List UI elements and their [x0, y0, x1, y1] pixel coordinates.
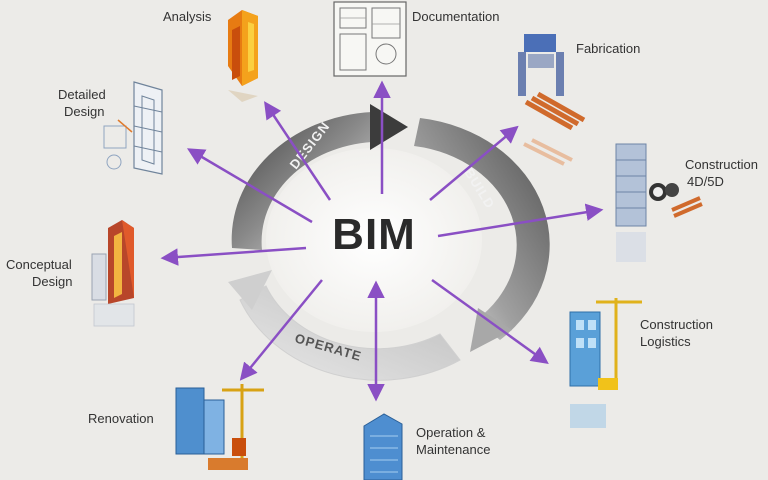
center-bim-label: BIM [332, 210, 416, 259]
label-operation-maintenance-line2: Maintenance [416, 442, 491, 457]
label-analysis-line1: Analysis [163, 9, 212, 24]
label-documentation: Documentation [412, 8, 499, 25]
label-conceptual-design-line1: Conceptual [6, 257, 72, 272]
label-construction-4d5d-line1: Construction [685, 157, 758, 172]
design-segment [231, 112, 372, 250]
office-tower-icon [363, 413, 403, 480]
label-construction-logistics-line2: Logistics [640, 334, 691, 349]
label-conceptual-design: Conceptual Design [6, 256, 72, 290]
connector-arrows [160, 80, 604, 402]
label-construction-logistics-line1: Construction [640, 317, 713, 332]
label-detailed-design-line1: Detailed [58, 87, 106, 102]
label-detailed-design: Detailed Design [58, 86, 106, 120]
label-renovation-line1: Renovation [88, 411, 154, 426]
arrow-conceptual-design [160, 246, 307, 266]
arrow-construction-4d5d [437, 203, 604, 238]
crane-building-icon [569, 298, 642, 428]
label-operation-maintenance: Operation & Maintenance [416, 424, 490, 458]
label-renovation: Renovation [88, 410, 154, 427]
build-segment [414, 118, 550, 340]
operate-arrowhead [228, 270, 272, 310]
arrow-construction-logistics [431, 278, 549, 365]
label-fabrication: Fabrication [576, 40, 640, 57]
concept-massing-icon [91, 220, 135, 327]
detailed-model-icon [103, 81, 163, 175]
arrow-renovation [239, 279, 323, 381]
design-arrowhead [370, 104, 408, 150]
label-operation-maintenance-line1: Operation & [416, 425, 486, 440]
build-arrowhead [470, 308, 512, 352]
label-detailed-design-line2: Design [64, 104, 105, 119]
label-documentation-line1: Documentation [412, 9, 500, 24]
renovation-crane-icon [175, 384, 264, 470]
arrow-analysis [264, 101, 332, 201]
label-fabrication-line1: Fabrication [576, 41, 641, 56]
label-construction-logistics: Construction Logistics [640, 316, 713, 350]
label-construction-4d5d: Construction 4D/5D [685, 156, 758, 190]
fabrication-machine-icon [518, 34, 586, 166]
label-construction-4d5d-line2: 4D/5D [687, 174, 724, 189]
analysis-building-icon [228, 10, 258, 102]
arrow-detailed-design [186, 148, 313, 224]
arrow-fabrication [429, 125, 519, 201]
blueprint-icon [333, 1, 407, 77]
construction-scheduling-icon [615, 143, 703, 262]
label-analysis: Analysis [163, 8, 211, 25]
center-disc [266, 148, 482, 332]
label-conceptual-design-line2: Design [32, 274, 73, 289]
